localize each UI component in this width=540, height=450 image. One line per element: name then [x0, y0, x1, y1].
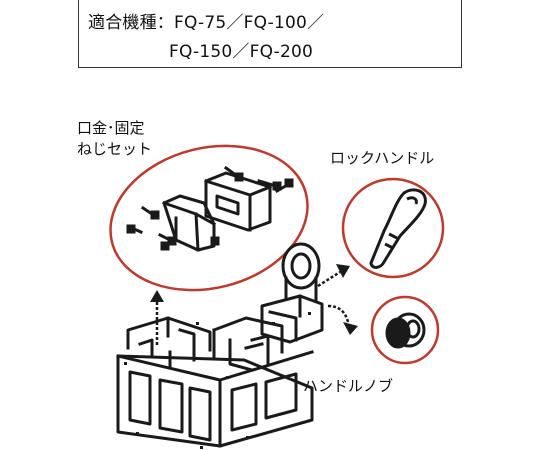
lock-handle-icon — [369, 188, 427, 269]
handle-knob-highlight-circle — [370, 295, 440, 365]
label-lock-handle: ロックハンドル — [330, 149, 435, 167]
compatible-models-line1: 適合機種：FQ-75／FQ-100／ — [88, 13, 325, 33]
arrow-to-handle-knob — [327, 304, 358, 335]
label-jaw-screw-set-line1: 口金･固定 — [77, 119, 145, 137]
jaw-parts-icon — [162, 171, 272, 252]
label-jaw-screw-set: 口金･固定 ねじセット — [77, 118, 152, 160]
handle-knob-icon — [385, 312, 426, 349]
compatible-models-box: 適合機種：FQ-75／FQ-100／ FQ-150／FQ-200 — [78, 0, 462, 68]
label-handle-knob: ハンドルノブ — [303, 377, 394, 395]
handle-knob-group — [370, 295, 440, 365]
jaw-screw-set-highlight-circle — [109, 144, 309, 292]
jaw-screw-set-group — [109, 144, 309, 292]
vise-body-icon — [116, 242, 324, 448]
label-jaw-screw-set-line2: ねじセット — [77, 140, 153, 158]
arrow-to-lock-handle — [317, 264, 350, 288]
screw-icons — [126, 165, 294, 251]
lock-handle-highlight-circle — [341, 177, 445, 279]
arrow-to-jaw-set — [150, 290, 164, 345]
compatible-models-line2: FQ-150／FQ-200 — [169, 42, 314, 62]
vise-body-texture — [124, 312, 311, 449]
connector-arrows — [150, 264, 358, 345]
lock-handle-group — [341, 177, 445, 279]
